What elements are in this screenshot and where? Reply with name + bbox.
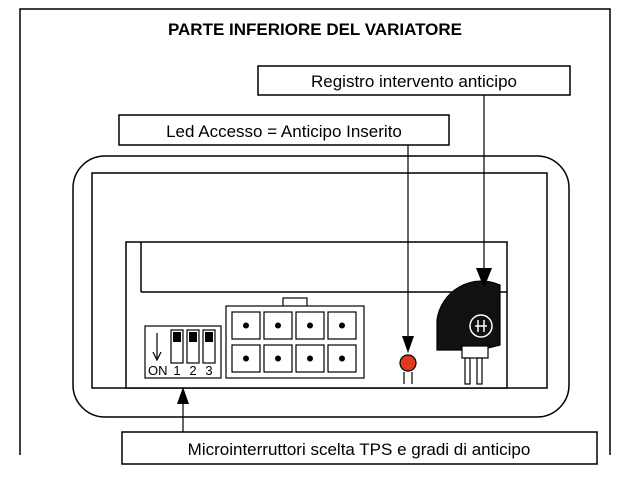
callout-label-led: Led Accesso = Anticipo Inserito [166, 122, 402, 141]
leader-registro [476, 95, 492, 288]
on-direction-arrow-head [152, 351, 162, 362]
dip-number-1: 1 [173, 363, 180, 378]
dip-number-2: 2 [189, 363, 196, 378]
connector-pin [339, 355, 345, 362]
dip-toggle-1[interactable] [170, 329, 184, 364]
connector-pin [243, 355, 249, 362]
connector-pin [275, 355, 281, 362]
potentiometer-base [461, 345, 489, 359]
led-indicator [399, 354, 417, 384]
dip-toggle-3[interactable] [202, 329, 216, 364]
callout-box-registro [257, 65, 571, 96]
callout-box-led [118, 114, 450, 146]
outer-frame [19, 8, 611, 455]
connector-pin [275, 322, 281, 329]
leader-led [402, 145, 414, 353]
callout-label-micro: Microinterruttori scelta TPS e gradi di … [188, 440, 531, 459]
dip-toggle-2[interactable] [186, 329, 200, 364]
arrow-down-icon [476, 268, 492, 288]
connector-pin [339, 322, 345, 329]
connector-pin [307, 355, 313, 362]
leader-micro [177, 387, 189, 432]
arrow-up-icon [177, 387, 189, 404]
dip-on-label: ON [148, 363, 168, 378]
connector [225, 297, 365, 379]
connector-pin [307, 322, 313, 329]
led-lamp [399, 354, 417, 372]
dip-switch: ON 1 2 3 [144, 325, 222, 379]
callout-box-micro [121, 431, 598, 465]
potentiometer[interactable] [436, 280, 501, 385]
dip-number-3: 3 [205, 363, 212, 378]
callout-label-registro: Registro intervento anticipo [311, 72, 517, 91]
connector-pins [231, 311, 357, 373]
page-title: PARTE INFERIORE DEL VARIATORE [168, 20, 462, 39]
connector-pin [243, 322, 249, 329]
arrow-down-icon [402, 336, 414, 353]
